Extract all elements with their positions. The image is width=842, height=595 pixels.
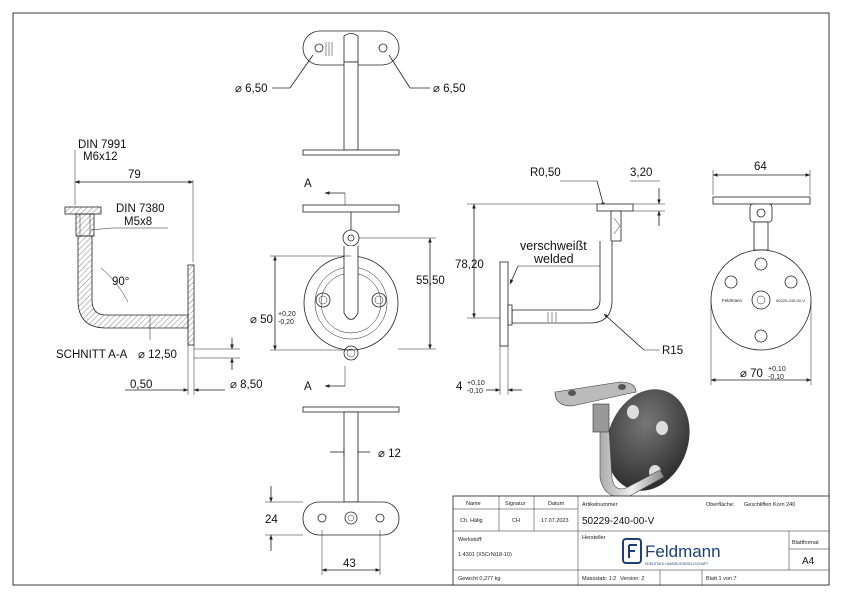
tb-scale: Massstab: 1:2 <box>582 576 616 582</box>
section-angle: 90° <box>112 276 129 288</box>
weld-label-de: verschweißt <box>520 239 587 253</box>
section-a-a-label: SCHNITT A-A <box>56 349 128 361</box>
right-view: 64 Feldmann 50229-240-00-V ⌀ 70 +0,10 -0… <box>710 161 812 385</box>
tb-article-number: 50229-240-00-V <box>582 516 655 527</box>
plate-offset-dim: 0,50 <box>130 379 152 391</box>
right-width-dim: 64 <box>754 161 767 173</box>
hole-dim-right: ⌀ 6,50 <box>433 83 466 95</box>
tb-sheet: Blatt 1 von 7 <box>706 576 737 582</box>
cut-label-top: A <box>304 178 312 190</box>
tube-diameter-dim: ⌀ 12,50 <box>138 349 177 361</box>
front-height-dim: 55,50 <box>416 275 445 287</box>
tb-manufacturer-label: Hersteller <box>582 535 606 541</box>
side-tol-plus: +0,10 <box>467 380 485 387</box>
plate-thickness-dim: 3,20 <box>630 167 652 179</box>
logo-tagline: EDELSTAHL HANDELSGESELLSCHAFT <box>645 562 708 566</box>
din-7991-size: M6x12 <box>83 151 118 163</box>
right-tol-plus: +0,10 <box>768 366 786 373</box>
rod-diameter-dim: ⌀ 12 <box>378 448 401 460</box>
tb-date-label: Datum <box>548 501 565 507</box>
tb-format-value: A4 <box>802 556 815 567</box>
radius-small-dim: R0,50 <box>530 167 561 179</box>
side-height-dim: 78,20 <box>455 259 484 271</box>
front-diameter-dim: ⌀ 50 <box>250 314 273 326</box>
tb-weight: Gewicht 0,277 kg <box>458 576 501 582</box>
bend-radius-dim: R15 <box>662 345 683 357</box>
tb-surface-label: Oberfläche: <box>706 502 735 508</box>
disc-thickness-dim: 4 <box>456 381 463 393</box>
bottom-width-dim: 43 <box>343 558 356 570</box>
tb-signature-label: Signatur <box>505 501 526 507</box>
section-width-dim: 79 <box>128 169 141 181</box>
tb-name-label: Name <box>466 501 481 507</box>
front-tol-minus: -0,20 <box>278 319 294 326</box>
section-view: DIN 7991 M6x12 79 DIN 7380 M5x8 90° SCHN… <box>56 139 263 395</box>
drawing-frame <box>12 12 830 586</box>
front-tol-plus: +0,20 <box>278 311 296 318</box>
right-tol-minus: -0,10 <box>768 374 784 381</box>
feldmann-logo: Feldmann EDELSTAHL HANDELSGESELLSCHAFT <box>622 538 721 566</box>
title-block: Name Signatur Datum Ch. Hälig CH 17.07.2… <box>452 495 830 586</box>
side-view: R0,50 3,20 78,20 verschweißt welded R15 … <box>455 167 683 395</box>
tb-material-label: Werkstoff: <box>458 537 483 543</box>
engraving-right: 50229-240-00-V <box>776 298 805 303</box>
tb-material-value: 1.4301 (X5CrNi18-10) <box>458 552 512 558</box>
plate-diameter-dim: ⌀ 8,50 <box>230 379 263 391</box>
tb-article-label: Artikelnummer <box>582 502 618 508</box>
din-7380-size: M5x8 <box>124 216 152 228</box>
side-tol-minus: -0,10 <box>467 388 483 395</box>
din-7380-label: DIN 7380 <box>116 203 165 215</box>
top-view: ⌀ 6,50 ⌀ 6,50 <box>235 30 466 156</box>
tb-drawer-name: Ch. Hälig <box>460 518 483 524</box>
bottom-view: ⌀ 12 24 43 <box>265 406 401 575</box>
cut-label-bottom: A <box>304 381 312 393</box>
engraving-left: Feldmann <box>722 298 743 303</box>
right-diameter-dim: ⌀ 70 <box>740 368 763 380</box>
tb-format-label: Blattformat <box>792 540 819 546</box>
front-view: A 55,50 ⌀ 50 +0,20 -0,20 A <box>250 178 445 393</box>
tb-version: Version: 2 <box>620 576 644 582</box>
tb-drawer-date: 17.07.2023 <box>541 518 569 524</box>
din-7991-label: DIN 7991 <box>78 139 127 151</box>
hole-dim-left: ⌀ 6,50 <box>235 83 268 95</box>
weld-label-en: welded <box>533 252 574 266</box>
isometric-view <box>554 381 690 498</box>
logo-wordmark: Feldmann <box>645 542 721 561</box>
bottom-height-dim: 24 <box>265 514 278 526</box>
tb-drawer-signature: CH <box>512 518 520 524</box>
tb-surface-value: Geschliffen Korn 240 <box>744 502 795 508</box>
